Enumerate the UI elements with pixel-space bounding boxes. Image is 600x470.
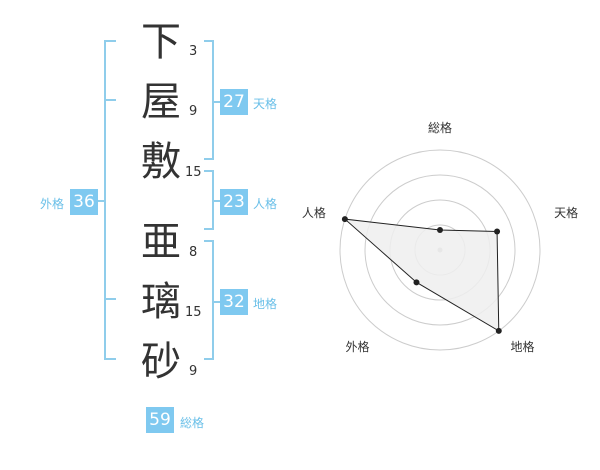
name-char-2: 屋	[141, 79, 181, 125]
gaikaku-bracket-tick-2	[104, 298, 116, 300]
chikaku-value: 32	[220, 289, 248, 315]
radar-axis-label-3: 地格	[511, 339, 535, 354]
radar-data-polygon	[343, 218, 500, 332]
name-char-4: 亜	[141, 219, 181, 265]
gaikaku-value: 36	[70, 189, 98, 215]
radar-point-1	[437, 227, 443, 233]
gaikaku-label: 外格	[40, 197, 65, 211]
stroke-count-5: 15	[185, 305, 202, 320]
jinkaku-label: 人格	[253, 197, 278, 211]
radar-point-3	[495, 327, 502, 334]
jinkaku-connector	[214, 200, 222, 202]
name-char-1: 下	[141, 19, 181, 65]
soukaku-value: 59	[146, 407, 174, 433]
stroke-count-3: 15	[185, 165, 202, 180]
chikaku-connector	[214, 301, 222, 303]
stroke-count-4: 8	[189, 245, 198, 260]
tenkaku-connector	[214, 101, 222, 103]
radar-axis-label-4: 外格	[345, 339, 369, 354]
radar-point-2	[494, 228, 501, 235]
name-char-6: 砂	[141, 339, 181, 385]
tenkaku-bracket	[204, 40, 214, 160]
chikaku-label: 地格	[253, 297, 278, 311]
jinkaku-bracket	[204, 170, 214, 230]
gaikaku-bracket-tick-1	[104, 99, 116, 101]
radar-grid-ring	[339, 149, 541, 351]
name-char-3: 敷	[141, 139, 181, 185]
stroke-count-1: 3	[189, 44, 198, 59]
stroke-count-6: 9	[189, 364, 198, 379]
gaikaku-bracket	[104, 40, 116, 360]
radar-axis-label-1: 総格	[428, 120, 452, 135]
name-char-5: 璃	[141, 279, 181, 325]
chikaku-bracket	[204, 240, 214, 360]
soukaku-label: 総格	[180, 416, 205, 430]
gaikaku-connector	[96, 200, 105, 202]
radar-point-4	[413, 279, 420, 286]
tenkaku-label: 天格	[253, 97, 278, 111]
radar-axis-label-2: 天格	[554, 205, 578, 220]
radar-grid-ring	[364, 174, 516, 326]
jinkaku-value: 23	[220, 189, 248, 215]
radar-axis-label-5: 人格	[302, 205, 326, 220]
radar-point-5	[341, 216, 348, 223]
tenkaku-value: 27	[220, 89, 248, 115]
stroke-count-2: 9	[189, 104, 198, 119]
